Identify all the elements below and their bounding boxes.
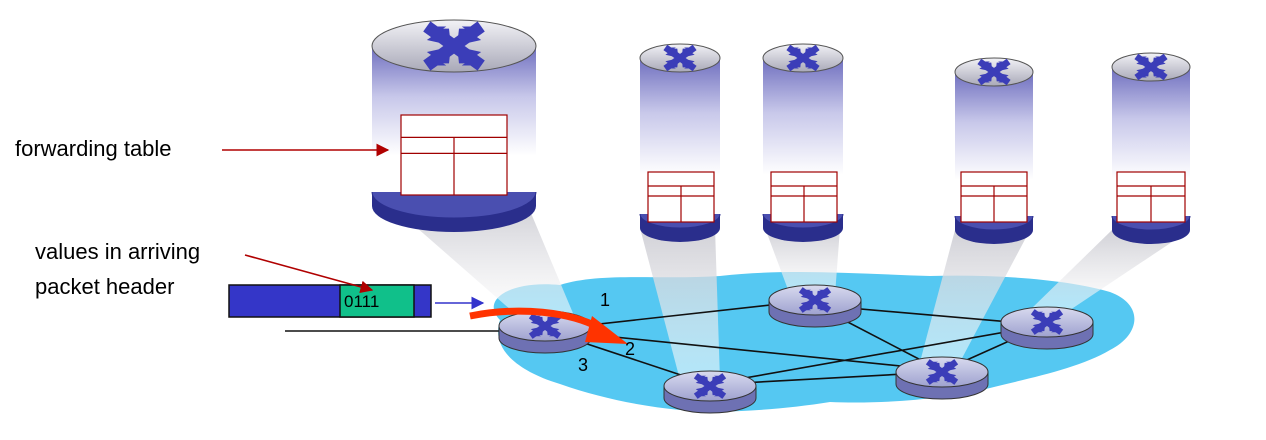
cylinder-router-b: [639, 43, 721, 242]
forwarding-flow-arrow: [469, 307, 602, 332]
router-cross-icon: [1134, 53, 1168, 81]
cylinder-router-c: [762, 43, 844, 242]
port-2-label: 2: [625, 339, 635, 359]
router-b: [768, 284, 862, 328]
router-c: [663, 370, 757, 414]
forwarding-table-label: forwarding table: [15, 136, 172, 161]
beams: [392, 206, 1190, 380]
router-cross-icon: [423, 21, 485, 71]
forwarding-flow-arrowhead: [585, 316, 628, 344]
header-label-line1: values in arriving: [35, 239, 200, 264]
router-cross-icon: [663, 44, 697, 72]
header-label-arrow: [244, 254, 374, 294]
router-cross-icon: [925, 359, 959, 385]
router-a: [498, 310, 592, 354]
packet-header-value: 0111: [344, 292, 379, 311]
forwarding-table-grid: [960, 171, 1028, 223]
router-cross-icon: [528, 313, 562, 339]
router-cross-icon: [786, 44, 820, 72]
port-1-label: 1: [600, 290, 610, 310]
cylinder-router-a: [371, 19, 537, 232]
router-cross-icon: [1030, 309, 1064, 335]
router-d: [895, 356, 989, 400]
forwarding-table-grid: [400, 114, 508, 196]
router-e: [1000, 306, 1094, 350]
router-cross-icon: [798, 287, 832, 313]
router-cross-icon: [693, 373, 727, 399]
forwarding-table-grid: [647, 171, 715, 223]
router-cross-icon: [977, 58, 1011, 86]
packet: 0111: [228, 284, 432, 318]
cylinder-router-e: [1111, 52, 1191, 244]
cylinder-router-d: [954, 57, 1034, 244]
header-label-line2: packet header: [35, 274, 174, 299]
packet-header-field: [339, 284, 415, 318]
port-3-label: 3: [578, 355, 588, 375]
forwarding-table-grid: [770, 171, 838, 223]
forwarding-table-grid: [1116, 171, 1186, 223]
